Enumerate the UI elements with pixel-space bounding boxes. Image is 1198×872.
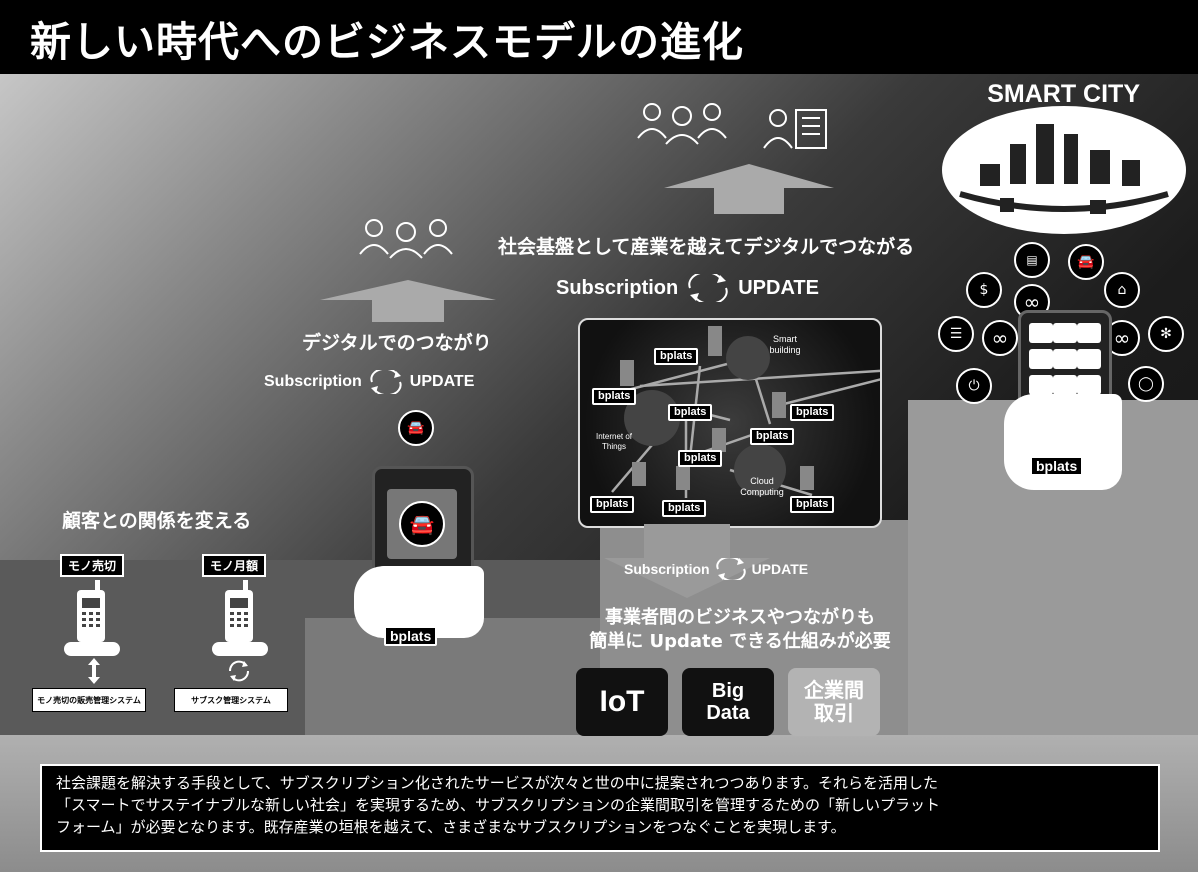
up-arrow-icon — [664, 164, 834, 214]
bplats-node: bplats — [668, 404, 713, 421]
cycle-arrows-icon — [228, 660, 250, 682]
footer-line-1: 社会課題を解決する手段として、サブスクリプション化されたサービスが次々と世の中に… — [56, 774, 939, 792]
iot-label: Internet of Things — [595, 432, 633, 451]
app-icon — [1053, 349, 1077, 369]
car-icon: 🚘 — [399, 501, 445, 547]
big-data-line-1: Big — [711, 680, 745, 702]
b2b-line-2: 取引 — [814, 701, 854, 725]
fan-icon: ✻ — [1148, 316, 1184, 352]
bplats-node: bplats — [750, 428, 795, 445]
title-bar — [0, 0, 1198, 74]
down-arrow-icon — [604, 524, 770, 598]
b2b-line-1: 企業間 — [804, 678, 864, 702]
step2-subscription-cycle: Subscription UPDATE — [264, 370, 474, 394]
smart-building-label: Smart building — [769, 334, 801, 355]
network-diagram-box: Smart building Internet of Things Cloud … — [578, 318, 882, 528]
car-icon: 🚘 — [1068, 244, 1104, 280]
need-line-1: 事業者間のビジネスやつながりも — [605, 607, 875, 628]
up-arrow-icon — [320, 280, 496, 322]
app-icon — [1053, 323, 1077, 343]
app-icon — [1077, 323, 1101, 343]
city-icon — [942, 106, 1186, 234]
need-statement: 事業者間のビジネスやつながりも 簡単に Update できる仕組みが必要 — [570, 606, 910, 655]
bplats-node: bplats — [590, 496, 635, 513]
update-label: UPDATE — [409, 373, 475, 390]
app-icon — [1077, 349, 1101, 369]
step2-heading: デジタルでのつながり — [302, 332, 492, 354]
phone-icon — [212, 580, 268, 656]
smart-city-label: SMART CITY — [987, 80, 1140, 108]
bplats-node: bplats — [654, 348, 699, 365]
big-data-box: Big Data — [682, 668, 774, 736]
bulb-icon: ◯ — [1128, 366, 1164, 402]
dollar-icon: $ — [966, 272, 1002, 308]
car-icon: 🚘 — [398, 410, 434, 446]
cycle-arrows-icon — [688, 274, 728, 302]
app-icon — [1029, 349, 1053, 369]
app-icon — [1029, 323, 1053, 343]
building-person-icon — [763, 109, 827, 149]
tag-monthly: モノ月額 — [202, 554, 267, 577]
big-data-line-2: Data — [706, 702, 750, 724]
bplats-logo: bplats — [1030, 456, 1084, 477]
cycle-arrows-icon — [370, 370, 402, 394]
page-title: 新しい時代へのビジネスモデルの進化 — [30, 18, 744, 66]
phone-screen: 🚘 — [387, 489, 457, 559]
app-icon — [1053, 375, 1077, 395]
bplats-node: bplats — [790, 404, 835, 421]
bplats-node: bplats — [662, 500, 707, 517]
cycle-arrows-icon — [715, 558, 746, 580]
step3-heading: 社会基盤として産業を越えてデジタルでつながる — [498, 236, 915, 258]
bplats-node: bplats — [678, 450, 723, 467]
people-icon — [359, 219, 453, 259]
need-line-2: 簡単に Update できる仕組みが必要 — [589, 631, 891, 653]
step3-subscription-cycle: Subscription UPDATE — [556, 274, 819, 302]
footer-description: 社会課題を解決する手段として、サブスクリプション化されたサービスが次々と世の中に… — [40, 764, 1160, 852]
phone-icon — [64, 580, 120, 656]
bplats-node: bplats — [592, 388, 637, 405]
list-icon: ☰ — [938, 316, 974, 352]
infinity-icon: ∞ — [982, 320, 1018, 356]
subscription-label: Subscription — [556, 276, 679, 299]
step1-heading: 顧客との関係を変える — [62, 510, 252, 532]
bplats-node: bplats — [790, 496, 835, 513]
double-arrow-icon — [88, 658, 100, 684]
power-icon: ⏻ — [956, 368, 992, 404]
subscription-label: Subscription — [624, 561, 710, 577]
update-label: UPDATE — [751, 561, 809, 577]
footer-line-2: 「スマートでサステイナブルな新しい社会」を実現するため、サブスクリプションの企業… — [56, 796, 940, 815]
people-icon — [637, 103, 727, 145]
update-label: UPDATE — [738, 276, 819, 299]
bplats-logo: bplats — [384, 626, 438, 647]
b2b-transaction-box: 企業間 取引 — [788, 668, 880, 736]
tag-one-time-sale: モノ売切 — [60, 554, 125, 577]
app-icon — [1077, 375, 1101, 395]
app-icon — [1029, 375, 1053, 395]
watch-icon: ▤ — [1014, 242, 1050, 278]
subscription-label: Subscription — [264, 373, 362, 390]
subscription-system-box: サブスク管理システム — [174, 688, 288, 712]
bottom-subscription-cycle: Subscription UPDATE — [624, 558, 808, 580]
house-icon: ⌂ — [1104, 272, 1140, 308]
network-lines — [611, 326, 880, 498]
footer-line-3: フォーム」が必要となります。既存産業の垣根を越えて、さまざまなサブスクリプション… — [56, 818, 846, 837]
sales-system-box: モノ売切の販売管理システム — [32, 688, 146, 712]
iot-box: IoT — [576, 668, 668, 736]
cloud-computing-label: Cloud Computing — [740, 476, 784, 497]
